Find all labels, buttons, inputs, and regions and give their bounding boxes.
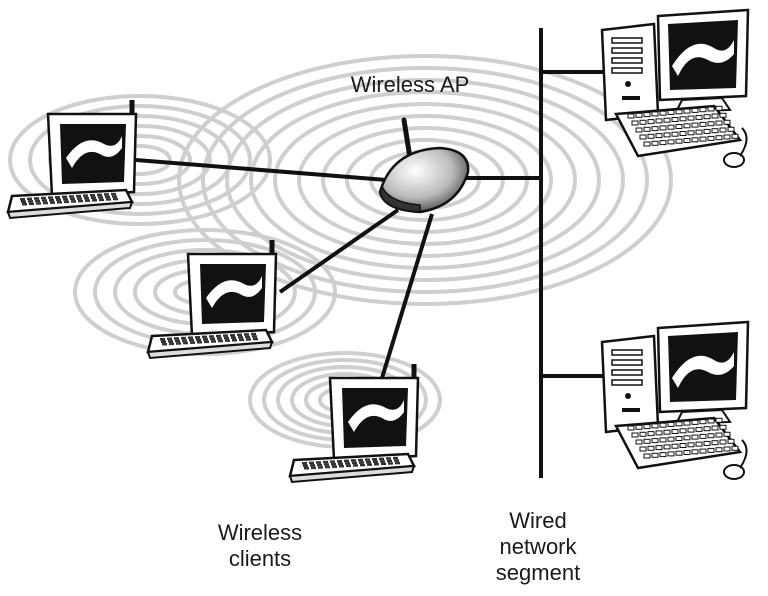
desktop-computer-1-icon [600, 8, 750, 168]
laptop-3-icon [288, 364, 420, 484]
wireless-link-laptop-3 [380, 213, 434, 379]
wireless-link-laptop-2 [278, 208, 400, 294]
wireless-clients-label: Wireless clients [217, 520, 303, 571]
wired-segment-label: Wired network segment [495, 508, 581, 585]
wireless-ap-label: Wireless AP [350, 72, 470, 97]
laptop-2-icon [146, 240, 278, 360]
desktop-computer-2-icon [600, 320, 750, 480]
wireless-link-laptop-1 [135, 158, 387, 182]
laptop-1-icon [6, 100, 138, 220]
access-point-icon [378, 117, 470, 214]
